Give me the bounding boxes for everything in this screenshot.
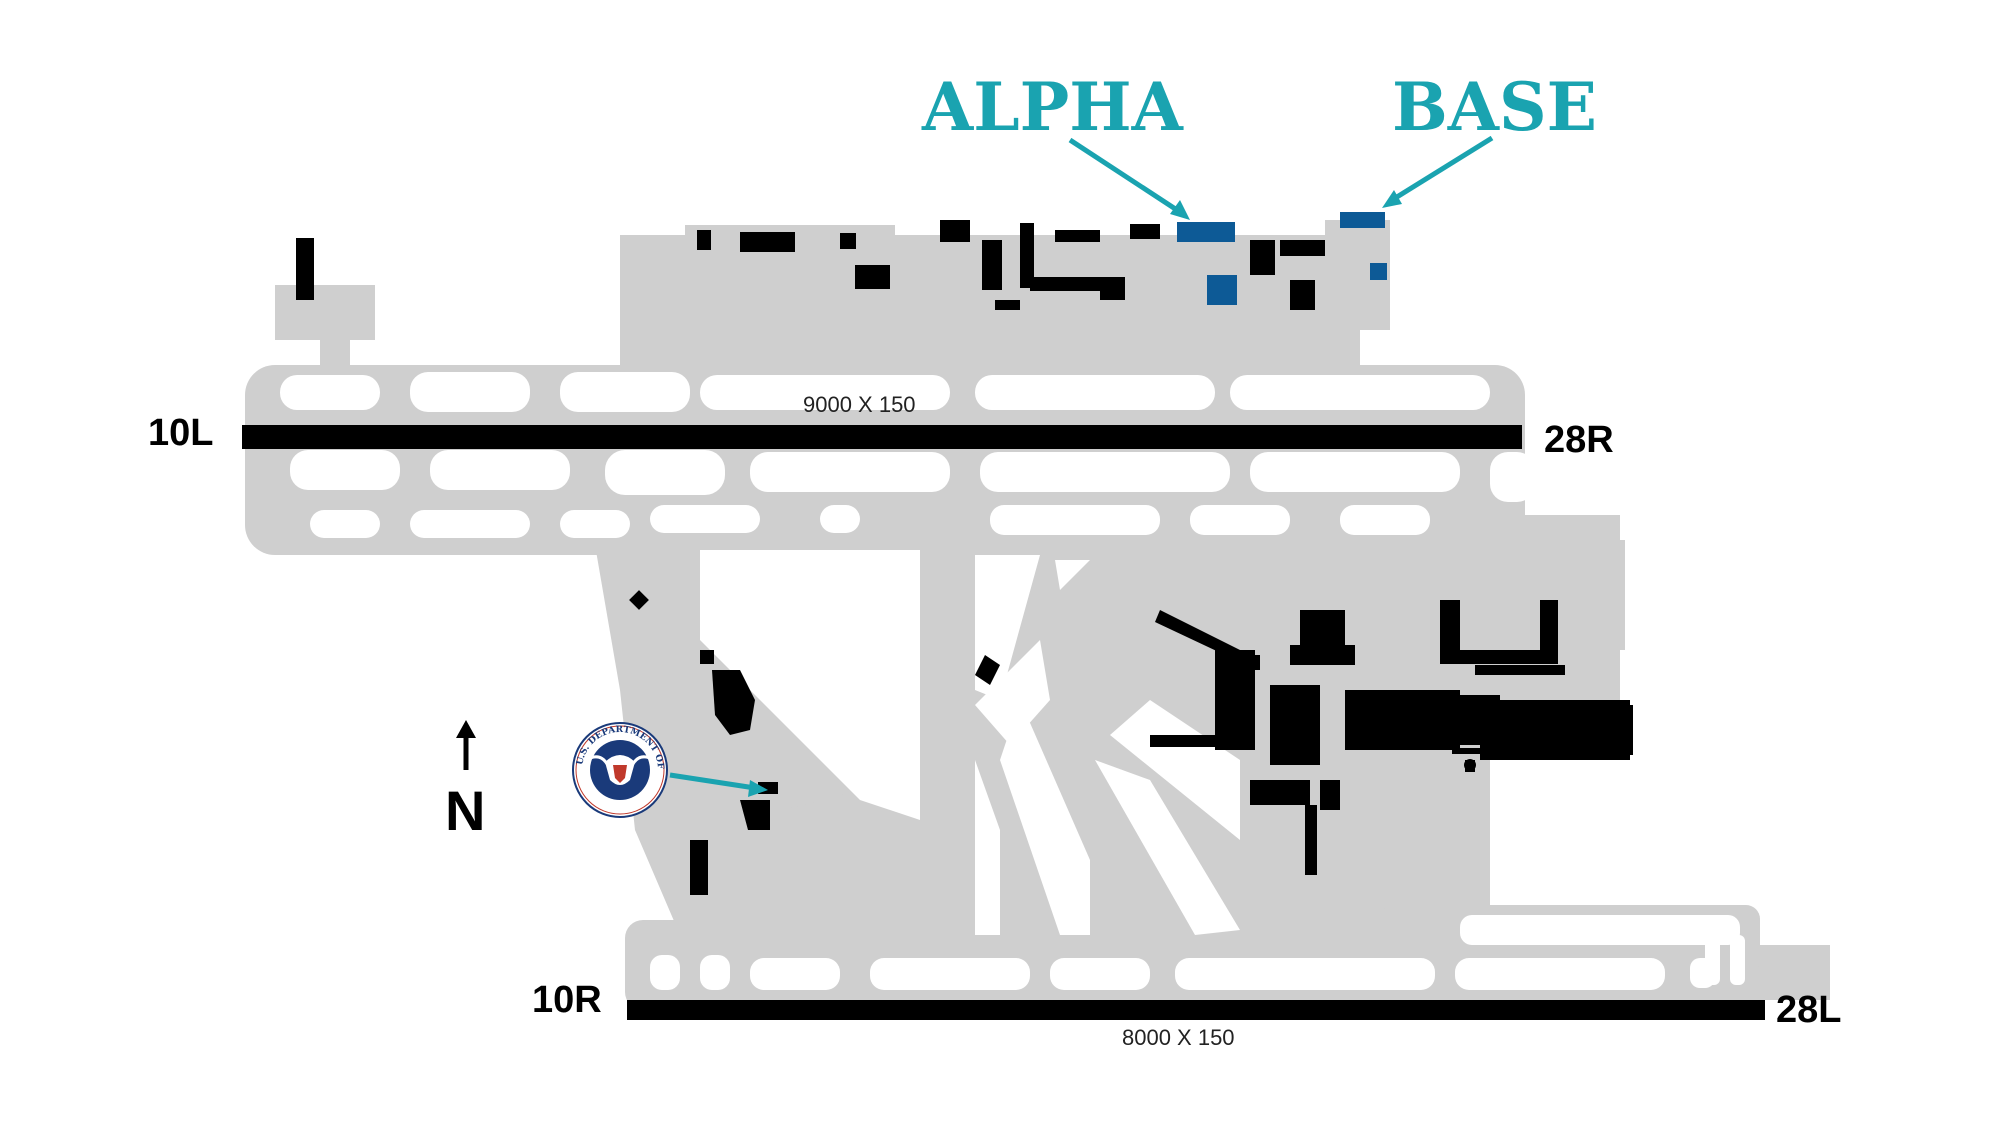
alpha-building-annex xyxy=(1207,275,1237,305)
runway-north-dimensions: 9000 X 150 xyxy=(803,392,916,417)
runway-28L-label: 28L xyxy=(1776,989,1841,1031)
alpha-arrow xyxy=(1068,137,1182,215)
alpha-building xyxy=(1177,222,1235,242)
dhs-arrow xyxy=(669,772,768,797)
infield-grass xyxy=(280,372,1745,990)
base-arrowhead-icon xyxy=(1382,190,1402,208)
pavement-areas xyxy=(245,220,1830,1010)
runway-28R-label: 28R xyxy=(1544,419,1614,461)
runway-labels: 10L 28R 9000 X 150 10R 28L 8000 X 150 xyxy=(148,392,1841,1050)
dhs-arrowhead-icon xyxy=(748,780,768,797)
runway-south-dimensions: 8000 X 150 xyxy=(1122,1025,1235,1050)
runway-north xyxy=(242,425,1522,449)
base-building xyxy=(1340,212,1385,228)
runway-10L-label: 10L xyxy=(148,412,213,454)
callouts: ALPHA BASE xyxy=(921,68,1597,220)
alpha-label: ALPHA xyxy=(921,68,1184,146)
buildings xyxy=(296,220,1633,895)
runway-10R-label: 10R xyxy=(532,979,602,1021)
highlight-buildings xyxy=(1177,212,1387,305)
north-arrowhead-icon xyxy=(456,720,476,738)
runway-south xyxy=(627,1000,1765,1020)
runways xyxy=(242,425,1765,1020)
north-indicator: N xyxy=(445,720,485,842)
base-arrow xyxy=(1390,135,1494,203)
alpha-arrowhead-icon xyxy=(1170,200,1190,220)
north-label: N xyxy=(445,779,485,842)
base-label: BASE xyxy=(1392,68,1597,146)
base-building-annex xyxy=(1370,263,1387,280)
